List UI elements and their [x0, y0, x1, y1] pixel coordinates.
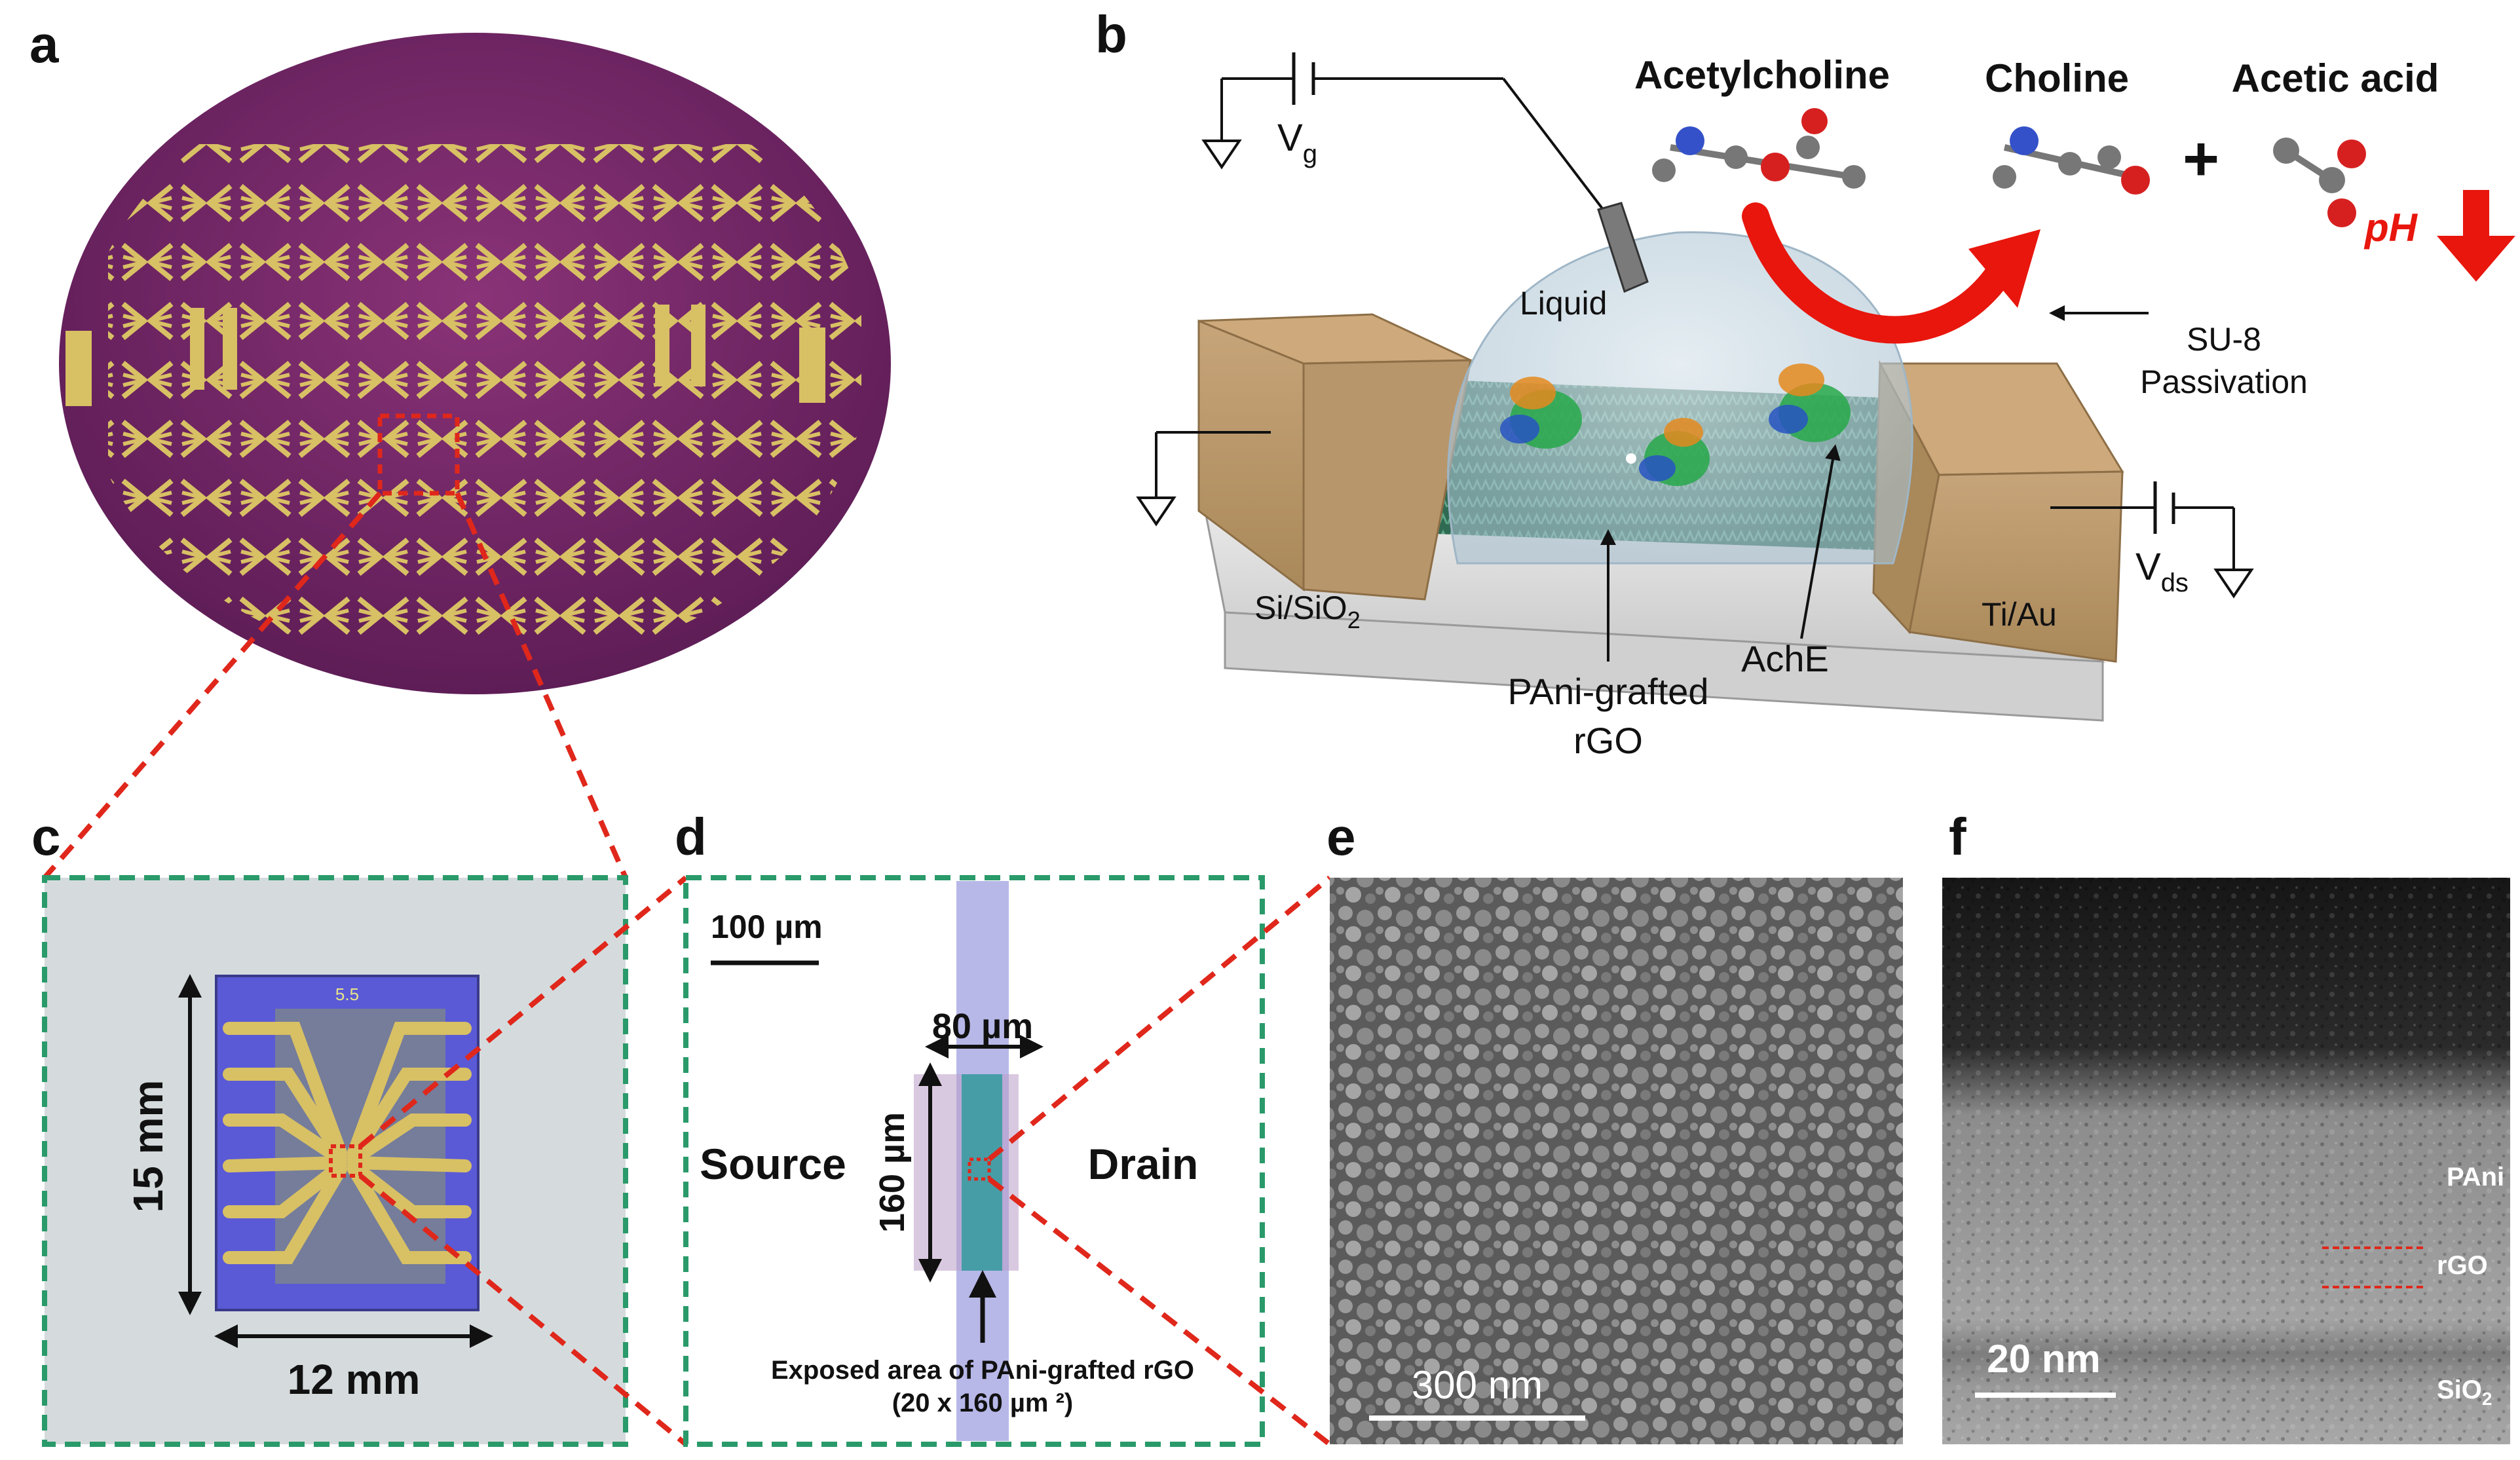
liquid-droplet	[1447, 231, 1913, 565]
gate-voltage-label: Vg	[1277, 117, 1317, 168]
substrate-label: Si/SiO2	[1254, 590, 1361, 633]
chip-width-text: 12 mm	[288, 1356, 421, 1403]
panel-d-label: d	[675, 808, 707, 866]
wafer-side-pad	[66, 331, 92, 406]
chip-photo: 5.5	[215, 975, 480, 1311]
wafer-selected-chip-box	[377, 413, 460, 496]
sem-image	[1330, 878, 1903, 1444]
chip-selected-box	[329, 1144, 362, 1178]
ache-enzyme	[1769, 364, 1851, 442]
ache-pointer	[1800, 444, 1841, 639]
wafer-photo	[59, 33, 891, 694]
drain-ground-icon	[2213, 569, 2254, 599]
drain-voltage-label: Vds	[2135, 546, 2189, 597]
acetylcholine-molecule	[1652, 108, 1866, 189]
gate-wire	[1502, 77, 1609, 217]
wafer-side-pad	[799, 328, 825, 403]
zoom-line-c-to-d	[358, 1173, 688, 1447]
acetic-acid-molecule	[2273, 138, 2366, 227]
su8-label-line2: Passivation	[2140, 364, 2308, 400]
electrode-label: Ti/Au	[1982, 596, 2057, 633]
zoom-line-d-to-e	[987, 875, 1332, 1162]
exposed-rgo-area	[962, 1074, 1002, 1271]
gate-probe	[1597, 202, 1649, 293]
width-text-d: 80 µm	[932, 1007, 1033, 1046]
source-label: Source	[700, 1140, 846, 1188]
panel-a: a	[29, 15, 891, 880]
chip-number: 5.5	[335, 984, 359, 1004]
wafer-chip-array	[108, 144, 861, 642]
drain-electrode-front	[1908, 470, 2124, 663]
gate-ground-icon	[1201, 140, 1242, 170]
wafer-side-pad	[655, 305, 669, 386]
zoom-line-d-to-e	[987, 1176, 1332, 1447]
panel-b-label: b	[1095, 5, 1127, 64]
dot-marker	[1626, 453, 1636, 464]
rgo-layer-label: rGO	[2437, 1251, 2488, 1280]
source-electrode-front	[1302, 359, 1472, 601]
scale-bar-d-text: 100 µm	[711, 908, 823, 945]
d-selected-box	[968, 1157, 991, 1181]
panel-e: e 300 nm	[1326, 808, 1903, 1444]
product1-label: Choline	[1985, 56, 2129, 100]
substrate-front-face	[1224, 611, 2104, 722]
pani-label-line1: PAni-grafted	[1507, 671, 1708, 712]
panel-f: f PAni rGO SiO2 20 nm	[1942, 808, 2510, 1444]
pani-layer-label: PAni	[2447, 1163, 2504, 1191]
chip-height-text: 15 mm	[124, 1080, 172, 1213]
panel-d: d 100 µm 80 µm 160 µm Source Drain Expos…	[675, 808, 1332, 1447]
exposed-caption-line1: Exposed area of PAni-grafted rGO	[771, 1356, 1194, 1385]
plus-sign: +	[2183, 124, 2219, 194]
wafer-side-pad	[190, 308, 204, 390]
wafer-side-pad	[691, 305, 705, 386]
zoom-line-a-to-c	[42, 491, 383, 880]
panel-b: b	[1095, 5, 2515, 761]
wafer-side-pad	[223, 308, 237, 390]
ache-label: AchE	[1741, 638, 1829, 679]
panel-c-label: c	[31, 808, 61, 866]
reaction-arrow-head	[1968, 229, 2040, 308]
ph-down-arrow-icon	[2437, 190, 2515, 282]
reactant-label: Acetylcholine	[1634, 53, 1890, 97]
zoom-line-c-to-d	[358, 875, 688, 1149]
su8-label-line1: SU-8	[2187, 321, 2261, 358]
source-ground-icon	[1136, 496, 1176, 527]
panel-c: c 5.5 15 mm 1	[31, 808, 688, 1447]
height-text-d: 160 µm	[873, 1112, 912, 1233]
zoom-line-a-to-c	[455, 492, 628, 879]
drain-label: Drain	[1088, 1140, 1199, 1188]
product2-label: Acetic acid	[2232, 56, 2439, 100]
panel-a-label: a	[29, 15, 59, 73]
chip-traces	[223, 1022, 472, 1264]
exposed-caption-line2: (20 x 160 µm ²)	[892, 1389, 1074, 1417]
liquid-label: Liquid	[1520, 285, 1607, 322]
reaction-arrow	[1742, 202, 2012, 344]
pani-label-line2: rGO	[1573, 720, 1643, 761]
ph-label: pH	[2363, 206, 2418, 250]
ache-enzyme	[1500, 377, 1582, 449]
scale-bar-f-text: 20 nm	[1987, 1337, 2100, 1381]
ache-enzyme	[1639, 418, 1710, 486]
sio2-layer-label: SiO2	[2437, 1376, 2492, 1409]
panel-f-label: f	[1949, 808, 1966, 866]
tem-noise	[1942, 878, 2510, 1444]
scale-bar-e-text: 300 nm	[1412, 1363, 1543, 1407]
panel-e-label: e	[1326, 808, 1356, 866]
choline-molecule	[1993, 126, 2150, 195]
